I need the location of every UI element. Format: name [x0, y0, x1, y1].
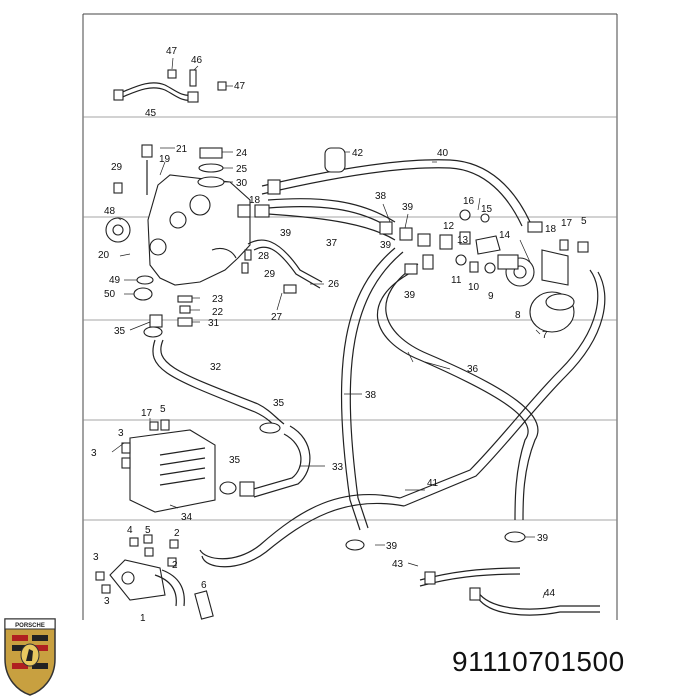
callout-10: 10 [468, 282, 480, 293]
callout-3-lower-top: 3 [93, 552, 99, 563]
callout-39-lower-left: 39 [386, 541, 398, 552]
callout-30: 30 [236, 178, 248, 189]
callout-14: 14 [499, 230, 511, 241]
callout-50: 50 [104, 289, 116, 300]
callout-3-cooler-top: 3 [118, 428, 124, 439]
callout-18-right: 18 [545, 224, 557, 235]
part-number: 91110701500 [452, 646, 625, 677]
callout-35-lower: 35 [229, 455, 241, 466]
callout-8: 8 [515, 310, 521, 321]
callout-21: 21 [176, 144, 188, 155]
callout-29-left: 29 [111, 162, 123, 173]
callout-35-mid: 35 [273, 398, 285, 409]
callout-38-mid: 38 [365, 390, 377, 401]
callout-41: 41 [427, 478, 439, 489]
callout-2-upper: 2 [174, 528, 180, 539]
callout-labels: 47 46 47 45 21 24 25 30 29 19 18 42 40 4… [91, 46, 587, 624]
callout-25: 25 [236, 164, 248, 175]
callout-39-b: 39 [280, 228, 292, 239]
callout-33: 33 [332, 462, 344, 473]
callout-3-lower: 3 [104, 596, 110, 607]
callout-12: 12 [443, 221, 455, 232]
callout-45: 45 [145, 108, 157, 119]
pipe-45-assembly [113, 57, 233, 103]
callout-9: 9 [488, 291, 494, 302]
callout-22: 22 [212, 307, 224, 318]
callout-48: 48 [104, 206, 116, 217]
callout-18: 18 [249, 195, 261, 206]
callout-4: 4 [127, 525, 133, 536]
logo-wordmark: PORSCHE [15, 623, 45, 629]
callout-46: 46 [191, 55, 203, 66]
callout-43: 43 [392, 559, 404, 570]
callout-49: 49 [109, 275, 121, 286]
callout-3-cooler-left: 3 [91, 448, 97, 459]
callout-44: 44 [544, 588, 556, 599]
filter-and-thermostat [237, 147, 589, 395]
callout-47-right: 47 [234, 81, 246, 92]
callout-1: 1 [140, 613, 146, 624]
callout-39-d: 39 [404, 290, 416, 301]
callout-39-lower-right: 39 [537, 533, 549, 544]
callout-11: 11 [451, 275, 462, 286]
callout-24: 24 [236, 148, 248, 159]
callout-17-cooler: 17 [141, 408, 153, 419]
callout-5-cooler: 5 [160, 404, 166, 415]
callout-40: 40 [437, 148, 449, 159]
callout-15: 15 [481, 204, 493, 215]
callout-38-top: 38 [375, 191, 387, 202]
callout-39-c: 39 [380, 240, 392, 251]
callout-39-a: 39 [402, 202, 414, 213]
callout-29-mid: 29 [264, 269, 276, 280]
callout-35-top: 35 [114, 326, 126, 337]
callout-13: 13 [457, 235, 469, 246]
callout-6: 6 [201, 580, 207, 591]
callout-28: 28 [258, 251, 270, 262]
callout-7: 7 [542, 330, 548, 341]
callout-47-top: 47 [166, 46, 178, 57]
callout-16: 16 [463, 196, 475, 207]
callout-36: 36 [467, 364, 479, 375]
callout-42: 42 [352, 148, 364, 159]
callout-37: 37 [326, 238, 338, 249]
callout-17-right: 17 [561, 218, 573, 229]
porsche-crest-logo: PORSCHE [4, 618, 56, 696]
callout-20: 20 [98, 250, 110, 261]
callout-32: 32 [210, 362, 222, 373]
callout-5-right: 5 [581, 216, 587, 227]
oil-cooler-and-lower-parts [95, 418, 600, 620]
callout-27: 27 [271, 312, 283, 323]
hoses [152, 159, 606, 568]
callout-31: 31 [208, 318, 220, 329]
callout-19: 19 [159, 154, 171, 165]
callout-5-lower: 5 [145, 525, 151, 536]
oil-tank [105, 144, 251, 338]
callout-2-lower: 2 [172, 560, 178, 571]
callout-26: 26 [328, 279, 340, 290]
callout-34: 34 [181, 512, 193, 523]
callout-23: 23 [212, 294, 224, 305]
